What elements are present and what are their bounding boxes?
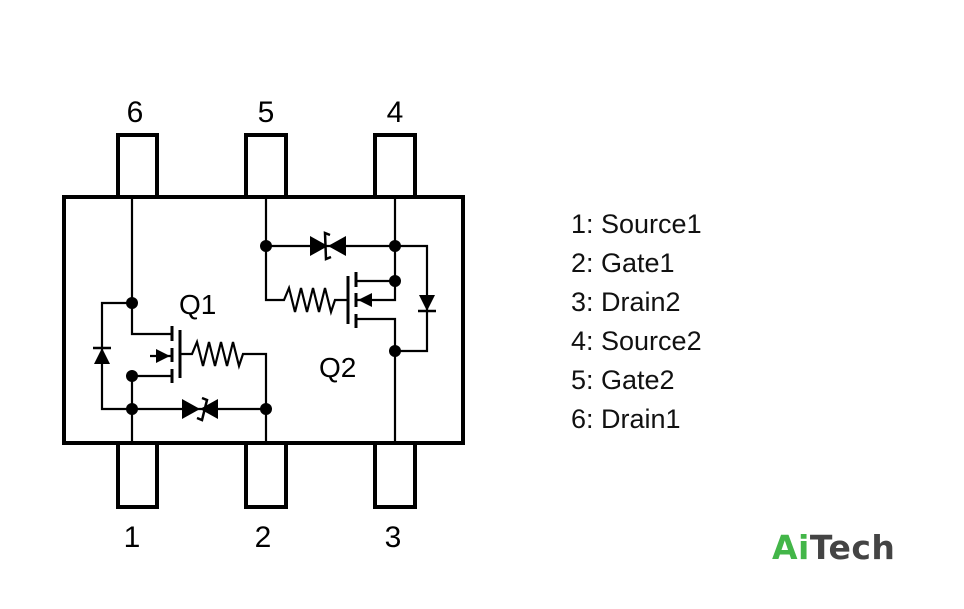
pin-label-4: 4: [387, 96, 404, 129]
pin-label-2: 2: [255, 521, 272, 554]
q2-body-diode: [419, 295, 435, 311]
q2-body-arrow: [358, 293, 372, 307]
lead-5: [244, 133, 288, 199]
brand-logo: AiTech: [772, 528, 895, 567]
q1-body-diode: [94, 348, 110, 364]
lead-4: [373, 133, 417, 199]
pin-label-3: 3: [385, 521, 402, 554]
pin-label-6: 6: [127, 96, 144, 129]
legend-item: 6: Drain1: [571, 404, 681, 434]
brand-logo-part2: Tech: [809, 528, 896, 567]
lead-3: [373, 441, 417, 509]
pin-legend: 1: Source1 2: Gate1 3: Drain2 4: Source2…: [571, 205, 702, 439]
q1-mosfet: [170, 326, 182, 383]
q2-circuit: [264, 197, 429, 443]
lead-2: [244, 441, 288, 509]
q2-zener: [310, 236, 328, 256]
legend-item: 1: Source1: [571, 209, 702, 239]
legend-item: 2: Gate1: [571, 248, 675, 278]
q1-junctions: [126, 297, 272, 415]
lead-1: [116, 441, 159, 509]
device-label-q1: Q1: [179, 289, 216, 320]
pin-label-1: 1: [124, 521, 141, 554]
lead-6: [116, 133, 159, 199]
q1-circuit: [100, 197, 268, 443]
q1-zener: [182, 399, 200, 419]
brand-logo-part1: Ai: [772, 528, 810, 567]
legend-item: 3: Drain2: [571, 287, 681, 317]
device-label-q2: Q2: [319, 352, 356, 383]
pin-label-5: 5: [258, 96, 275, 129]
q1-body-arrow: [156, 349, 170, 363]
legend-item: 5: Gate2: [571, 365, 675, 395]
q2-junctions: [260, 240, 401, 357]
q2-mosfet: [346, 272, 358, 328]
legend-item: 4: Source2: [571, 326, 702, 356]
